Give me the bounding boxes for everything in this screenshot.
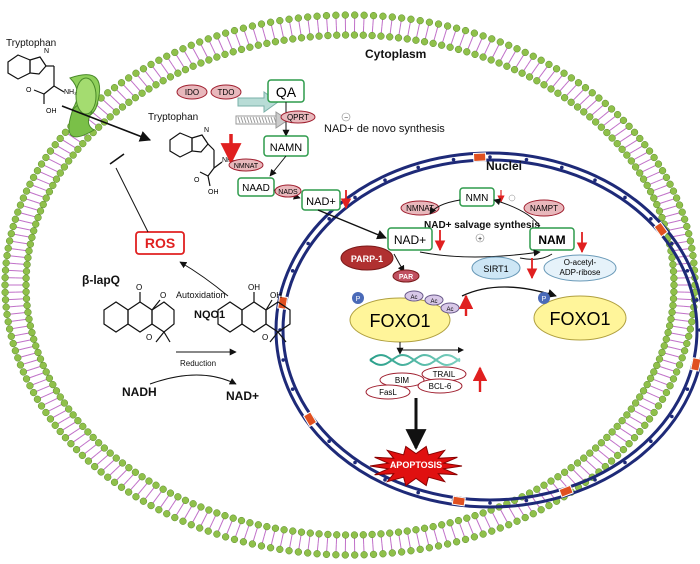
nad-nuc-label: NAD+ [394, 233, 426, 247]
tryptophan-outside-structure [8, 55, 64, 104]
foxo1-acetylated-label: FOXO1 [369, 311, 430, 331]
o-acetyl-label-1: O-acetyl- [564, 258, 597, 267]
nmnat-cyto-label: NMNAT [234, 163, 259, 170]
gene-fasl-label: FasL [379, 388, 397, 397]
o-label-1: O [26, 87, 32, 94]
nad-cyto-label: NAD+ [306, 196, 336, 208]
tdo-label: TDO [218, 88, 235, 97]
gene-trail-label: TRAIL [433, 370, 456, 379]
foxo1-deacetylated-label: FOXO1 [549, 309, 610, 329]
tryptophan-transporter [69, 75, 100, 137]
parp1-label: PARP-1 [351, 254, 383, 264]
nads-label: NADS [278, 189, 298, 196]
nmnat-nuc-label: NMNAT [406, 204, 434, 213]
de-novo-synthesis-label: NAD+ de novo synthesis [324, 123, 445, 135]
par-label: PAR [399, 274, 413, 281]
beta-lapq-ring-o: O [146, 333, 152, 342]
acetyl-label-1: Ac [410, 295, 417, 301]
sirt1-label: SIRT1 [483, 264, 508, 274]
beta-lapq-o2: O [160, 291, 166, 300]
cytoplasm-label: Cytoplasm [365, 47, 426, 61]
ido-label: IDO [185, 88, 199, 97]
nh2-label-1: NH₂ [64, 89, 77, 96]
acetyl-label-2: Ac [430, 299, 437, 305]
tryptophan-inside: Tryptophan [148, 112, 198, 123]
gene-bim-label: BIM [395, 376, 410, 385]
n1-label: N [44, 48, 49, 55]
acetyl-label-3: Ac [446, 307, 453, 313]
phospho-label-1: P [356, 296, 361, 303]
quinol-oh1: OH [248, 283, 260, 292]
salvage-synthesis-label: NAD+ salvage synthesis [424, 220, 540, 231]
dna-helix [370, 355, 460, 365]
phospho-label-2: P [542, 296, 547, 303]
reduction-label: Reduction [180, 359, 216, 368]
nad-plus-bottom-label: NAD+ [226, 389, 259, 403]
namn-label: NAMN [270, 142, 302, 154]
ros-label: ROS [145, 235, 175, 251]
nam-label: NAM [538, 233, 565, 247]
svg-text:+: + [478, 236, 482, 243]
quinol-ring-o: O [262, 333, 268, 342]
apoptosis-label: APOPTOSIS [390, 460, 442, 470]
o-label-2: O [194, 177, 200, 184]
oh-label-1: OH [46, 108, 57, 115]
beta-lapq-label: β-lapQ [82, 273, 120, 287]
gene-bcl6-label: BCL-6 [429, 382, 452, 391]
svg-text:−: − [344, 115, 348, 122]
hatched-arrow [236, 112, 288, 128]
autoxidation-label: Autoxidation [176, 290, 226, 300]
qa-label: QA [276, 84, 297, 100]
ros-inhibit-bar [110, 154, 124, 164]
nadh-label: NADH [122, 385, 157, 399]
tryptophan-outside: Tryptophan [6, 38, 56, 49]
oh-label-2: OH [208, 189, 219, 196]
o-acetyl-label-2: ADP-ribose [560, 268, 601, 277]
naad-label: NAAD [242, 183, 270, 194]
nmn-label: NMN [466, 193, 489, 204]
nqo1-label: NQO1 [194, 309, 225, 321]
nampt-label: NAMPT [530, 204, 558, 213]
n2-label: N [204, 127, 209, 134]
quinol-oh2: OH [270, 291, 282, 300]
nuclei-label: Nuclei [486, 159, 522, 173]
beta-lapq-o1: O [136, 283, 142, 292]
qprt-label: QPRT [287, 113, 309, 122]
